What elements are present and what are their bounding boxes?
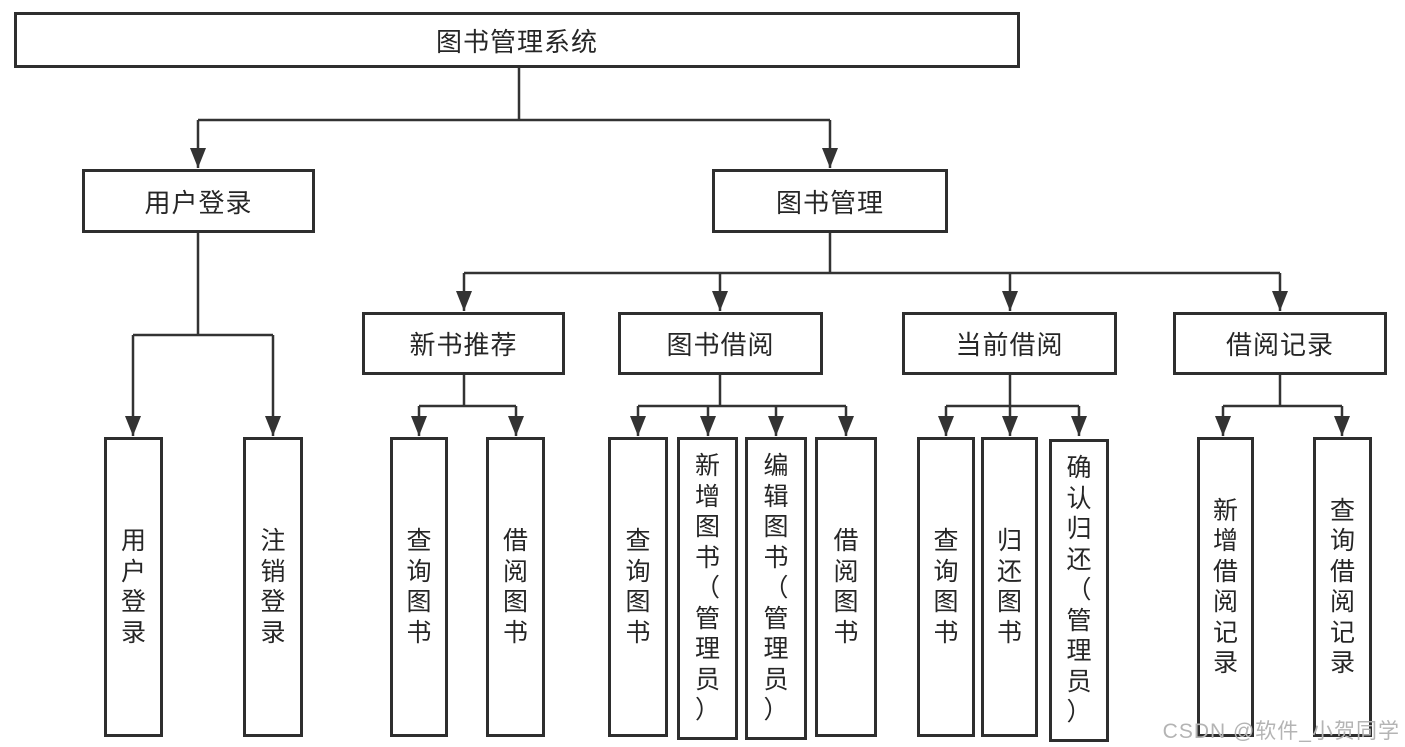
leaf-query-books-recommend: 查询图书 <box>390 437 448 737</box>
node-label: 当前借阅 <box>955 330 1064 360</box>
connector-current-borrowing-split <box>946 375 1079 408</box>
connector-user-login-split <box>133 233 273 337</box>
node-label: 借阅图书 <box>833 527 859 647</box>
node-borrow-records: 借阅记录 <box>1173 312 1387 375</box>
node-label: 确认归还（管理员） <box>1066 454 1092 727</box>
node-label: 新书推荐 <box>409 330 518 360</box>
node-label: 图书借阅 <box>666 330 775 360</box>
leaf-query-borrow-record: 查询借阅记录 <box>1313 437 1372 737</box>
leaf-query-books-current: 查询图书 <box>917 437 975 737</box>
node-label: 新增图书（管理员） <box>694 452 720 725</box>
leaf-logout: 注销登录 <box>243 437 303 737</box>
node-book-management: 图书管理 <box>712 169 948 233</box>
leaf-user-login: 用户登录 <box>104 437 163 737</box>
node-label: 借阅记录 <box>1225 330 1334 360</box>
node-label: 查询图书 <box>406 527 432 647</box>
connector-borrow-records-split <box>1223 375 1342 408</box>
node-label: 查询图书 <box>625 527 651 647</box>
leaf-edit-books-admin: 编辑图书（管理员） <box>745 437 807 740</box>
connector-book-management-split <box>464 233 1280 275</box>
node-label: 图书管理系统 <box>435 26 598 57</box>
node-label: 用户登录 <box>120 527 146 647</box>
leaf-return-books: 归还图书 <box>981 437 1038 737</box>
node-label: 用户登录 <box>144 187 253 218</box>
leaf-borrow-books-borrowing: 借阅图书 <box>815 437 877 737</box>
node-label: 编辑图书（管理员） <box>763 452 789 725</box>
csdn-watermark: CSDN @软件_小贺同学 <box>1162 720 1400 743</box>
node-library-management-system: 图书管理系统 <box>14 12 1020 68</box>
leaf-query-books-borrowing: 查询图书 <box>608 437 668 737</box>
node-label: 借阅图书 <box>502 527 528 647</box>
leaf-borrow-books-recommend: 借阅图书 <box>486 437 545 737</box>
connector-book-borrowing-split <box>638 375 846 408</box>
node-label: 归还图书 <box>996 527 1022 647</box>
node-label: 查询图书 <box>933 527 959 647</box>
node-book-borrowing: 图书借阅 <box>618 312 823 375</box>
leaf-add-books-admin: 新增图书（管理员） <box>677 437 738 740</box>
leaf-add-borrow-record: 新增借阅记录 <box>1197 437 1254 737</box>
node-label: 新增借阅记录 <box>1212 496 1238 678</box>
connector-root-split <box>198 68 830 122</box>
connector-new-book-split <box>419 375 516 408</box>
leaf-confirm-return-admin: 确认归还（管理员） <box>1049 439 1109 742</box>
node-label: 图书管理 <box>775 187 884 218</box>
node-user-login: 用户登录 <box>82 169 315 233</box>
node-current-borrowing: 当前借阅 <box>902 312 1117 375</box>
node-label: 注销登录 <box>260 527 286 647</box>
node-new-book-recommend: 新书推荐 <box>362 312 565 375</box>
node-label: 查询借阅记录 <box>1329 496 1355 678</box>
